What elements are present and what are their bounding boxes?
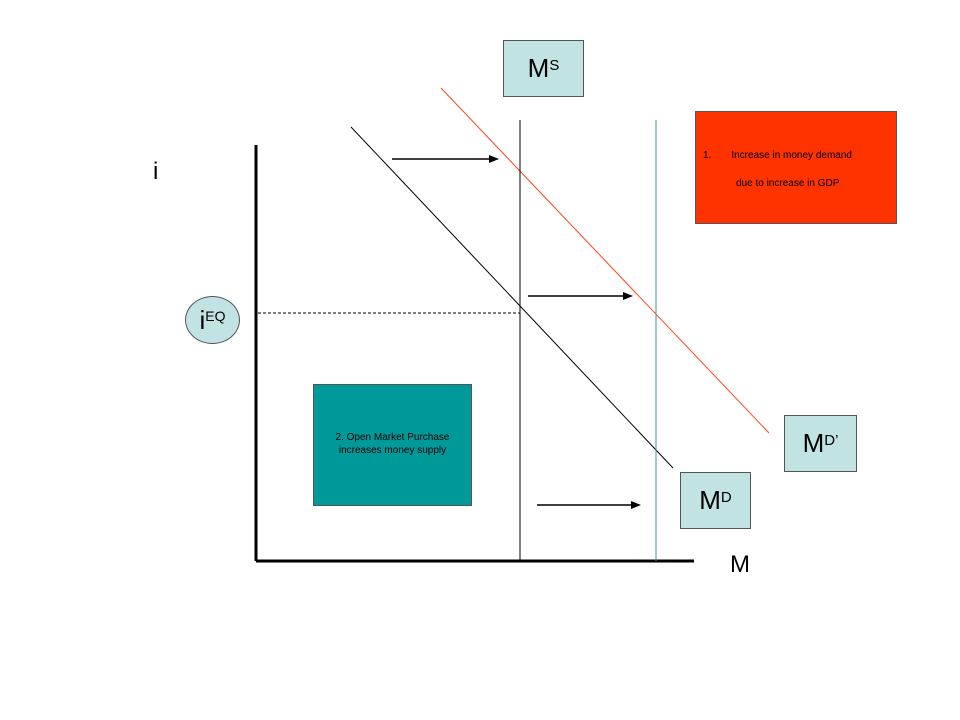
y-axis-label: i (153, 158, 159, 185)
shift-arrow-demand (392, 155, 499, 163)
money-supply-note: 2. Open Market Purchase increases money … (313, 384, 472, 506)
money-demand-note: 1.Increase in money demand due to increa… (695, 111, 897, 224)
money-demand-curve (350, 126, 674, 469)
shift-arrow-supply (537, 501, 641, 509)
new-money-demand-curve (440, 87, 770, 434)
shift-arrow-middle (528, 292, 633, 300)
x-axis-label: M (730, 551, 750, 578)
